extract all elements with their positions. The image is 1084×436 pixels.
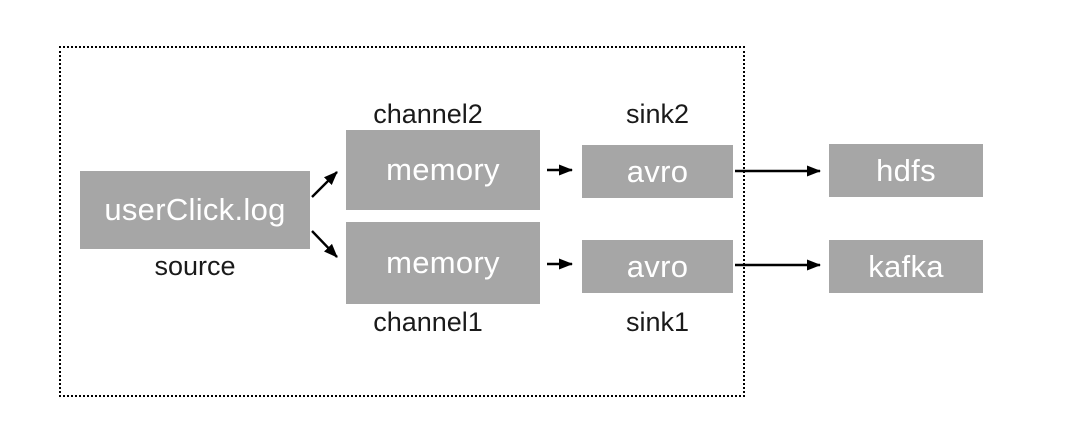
node-hdfs: hdfs xyxy=(829,144,983,197)
node-sink2: avro xyxy=(582,145,733,198)
agent-boundary-box xyxy=(59,46,745,397)
caption-channel1: channel1 xyxy=(373,307,483,337)
node-channel2-label: memory xyxy=(386,152,500,187)
caption-sink1: sink1 xyxy=(625,307,690,337)
caption-source: source xyxy=(154,251,236,281)
node-sink1: avro xyxy=(582,240,733,293)
node-channel2: memory xyxy=(346,130,540,210)
node-sink1-label: avro xyxy=(626,248,689,284)
node-kafka: kafka xyxy=(829,240,983,293)
node-source: userClick.log xyxy=(80,171,310,249)
caption-sink2: sink2 xyxy=(625,99,690,129)
node-channel1-label: memory xyxy=(386,245,500,280)
node-channel1: memory xyxy=(346,222,540,304)
node-sink2-label: avro xyxy=(626,153,689,189)
node-source-label: userClick.log xyxy=(104,192,286,227)
node-hdfs-label: hdfs xyxy=(876,152,936,188)
node-kafka-label: kafka xyxy=(868,248,944,284)
caption-channel2: channel2 xyxy=(373,99,483,129)
